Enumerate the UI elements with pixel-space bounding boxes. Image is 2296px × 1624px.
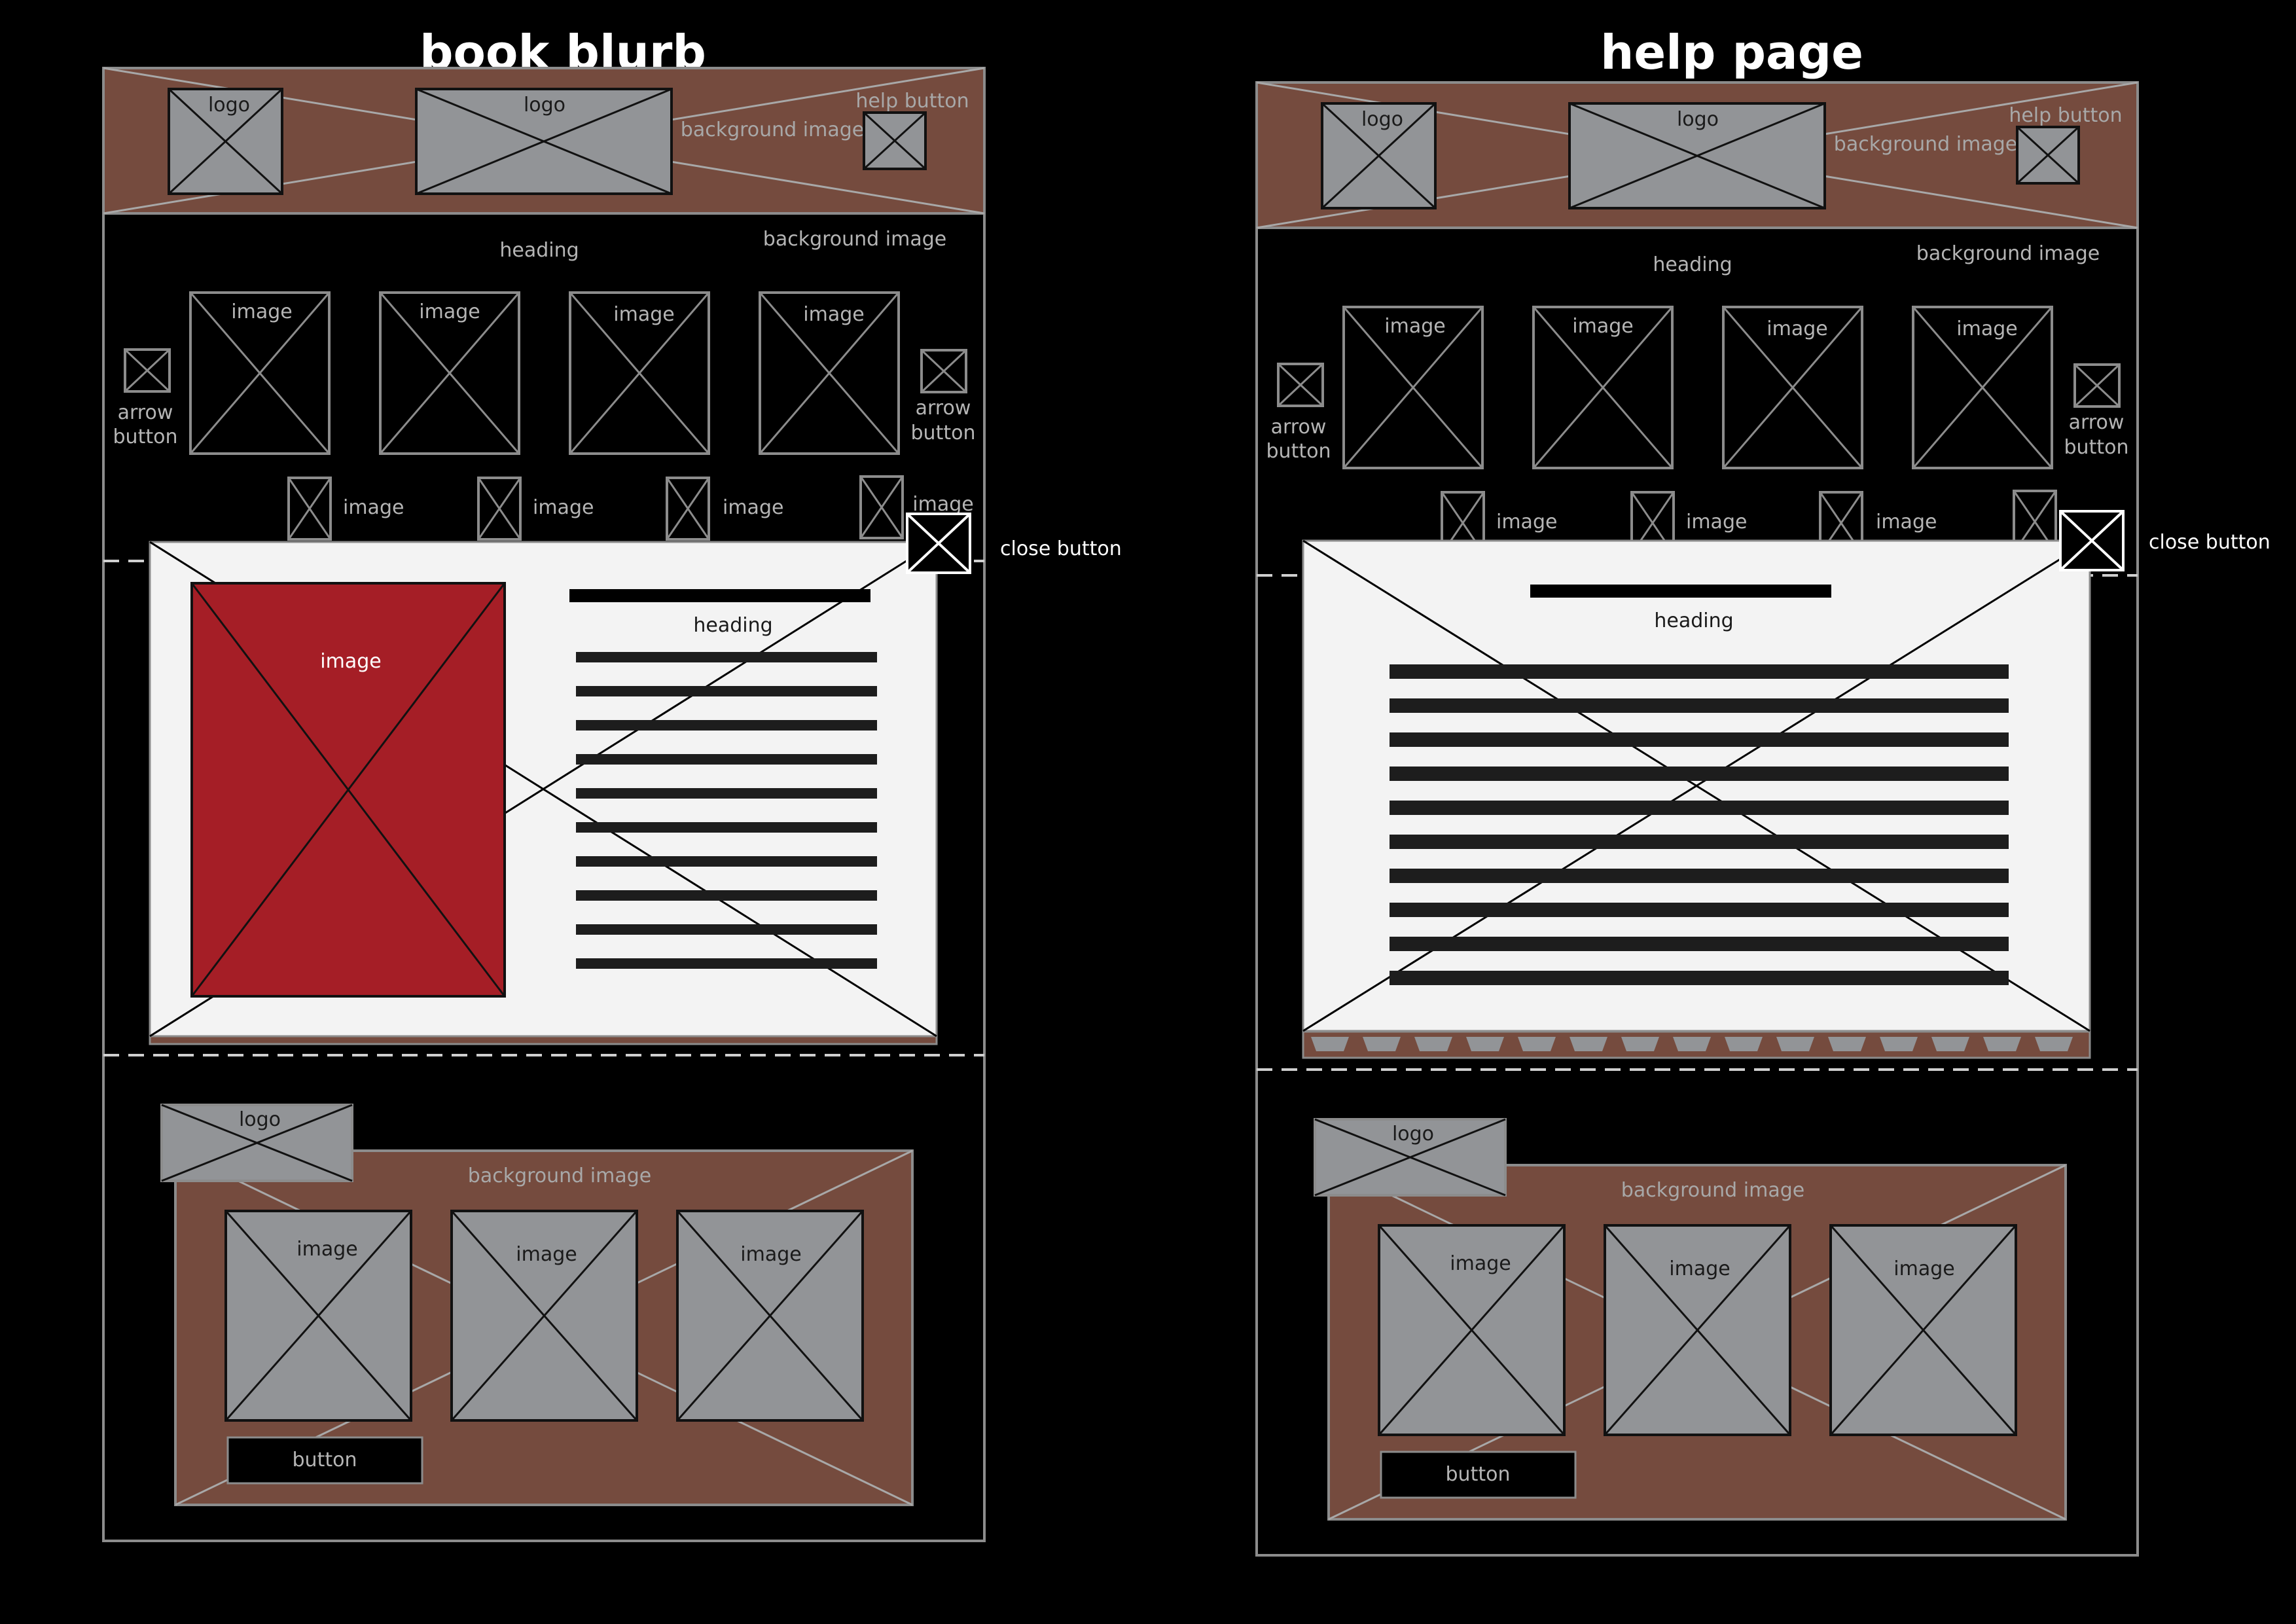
arrow-button-left[interactable] (124, 348, 171, 393)
header-logo-wide: logo (415, 88, 673, 195)
image-label: image (1450, 1252, 1511, 1275)
image-label: image (613, 303, 674, 326)
logo-label: logo (524, 94, 565, 117)
button-word-label: button (911, 422, 976, 444)
help-button[interactable] (2016, 126, 2080, 185)
bg-image-label: background image (763, 228, 946, 251)
bg-image-label: background image (1916, 242, 2100, 265)
carousel-image-3: image (569, 291, 710, 455)
bg-image-label: background image (468, 1164, 651, 1187)
image-label: image (1496, 511, 1557, 533)
image-label: image (419, 300, 480, 323)
logo-label: logo (1392, 1123, 1434, 1146)
arrow-button-right[interactable] (2073, 363, 2121, 408)
carousel-image-4: image (1912, 306, 2053, 469)
thumbnail-1: image (287, 477, 404, 541)
image-label: image (740, 1243, 801, 1266)
carousel-image-1: image (189, 291, 331, 455)
carousel-image-2: image (1532, 306, 1674, 469)
image-label: image (1572, 315, 1633, 338)
arrow-label: arrow (118, 401, 173, 424)
close-button[interactable] (2059, 510, 2125, 571)
close-button[interactable] (906, 513, 971, 574)
footer-image-1: image (1378, 1224, 1566, 1436)
image-label: image (1767, 317, 1827, 340)
footer-button[interactable]: button (1380, 1451, 1577, 1499)
button-label: button (293, 1449, 357, 1471)
bg-image-label: background image (681, 118, 864, 141)
image-label: image (1956, 317, 2017, 340)
image-label: image (320, 650, 381, 673)
footer-image-3: image (676, 1210, 864, 1422)
image-label: image (912, 493, 973, 516)
arrow-label: arrow (2069, 411, 2125, 434)
carousel-image-3: image (1722, 306, 1863, 469)
title-help-page: help page (1600, 25, 1863, 80)
thumbnail-4: image (859, 475, 974, 539)
image-label: image (516, 1243, 577, 1266)
image-label: image (343, 496, 404, 519)
book-cover-image: image (190, 582, 506, 998)
arrow-button-left[interactable] (1277, 363, 1324, 407)
image-label: image (803, 303, 864, 326)
logo-label: logo (208, 94, 250, 117)
heading-label: heading (693, 614, 772, 637)
help-text-lines (1390, 664, 2009, 985)
button-label: button (1446, 1463, 1511, 1486)
heading-label: heading (1654, 609, 1733, 632)
footer-image-3: image (1829, 1224, 2017, 1436)
thumbnail-2: image (477, 477, 594, 541)
footer-image-1: image (224, 1210, 412, 1422)
footer-logo: logo (1314, 1118, 1507, 1197)
bg-image-label: background image (1834, 133, 2017, 156)
header-logo-small: logo (168, 88, 283, 195)
close-button-label: close button (2149, 531, 2270, 554)
image-label: image (1384, 315, 1445, 338)
image-label: image (1876, 511, 1937, 533)
logo-label: logo (1361, 108, 1403, 131)
image-label: image (723, 496, 783, 519)
image-label: image (1686, 511, 1747, 533)
footer-button[interactable]: button (226, 1436, 423, 1485)
carousel-image-1: image (1342, 306, 1484, 469)
arrow-label: arrow (1271, 416, 1327, 439)
panel-book-blurb: book blurb logo logo background image he… (102, 25, 1122, 1542)
logo-label: logo (239, 1108, 281, 1131)
footer-image-2: image (1604, 1224, 1791, 1436)
help-button-label: help button (855, 90, 969, 113)
help-button-label: help button (2009, 104, 2122, 127)
arrow-button-right[interactable] (920, 349, 967, 393)
footer-logo: logo (160, 1104, 353, 1182)
image-label: image (1893, 1257, 1954, 1280)
modal-heading-bar (569, 589, 870, 602)
carousel-image-4: image (759, 291, 900, 455)
logo-label: logo (1677, 108, 1719, 131)
button-word-label: button (2064, 436, 2129, 459)
heading-label: heading (1653, 253, 1732, 276)
thumbnail-2: image (1630, 491, 1747, 555)
close-button-label: close button (1000, 537, 1122, 560)
panel-help-page: help page logo logo background image hel… (1255, 25, 2270, 1557)
thumbnail-3: image (666, 477, 783, 541)
modal-heading-bar (1530, 585, 1831, 598)
image-label: image (231, 300, 292, 323)
help-button[interactable] (863, 111, 927, 170)
heading-label: heading (499, 239, 579, 262)
image-label: image (533, 496, 594, 519)
arrow-label: arrow (916, 397, 971, 420)
bg-image-label: background image (1621, 1179, 1804, 1202)
header-logo-small: logo (1321, 102, 1437, 209)
header-logo-wide: logo (1568, 102, 1826, 209)
footer-image-2: image (450, 1210, 638, 1422)
image-label: image (296, 1238, 357, 1261)
button-word-label: button (113, 425, 178, 448)
blurb-text-lines (576, 652, 877, 969)
button-word-label: button (1266, 440, 1331, 463)
image-label: image (1669, 1257, 1730, 1280)
carousel-image-2: image (379, 291, 520, 455)
